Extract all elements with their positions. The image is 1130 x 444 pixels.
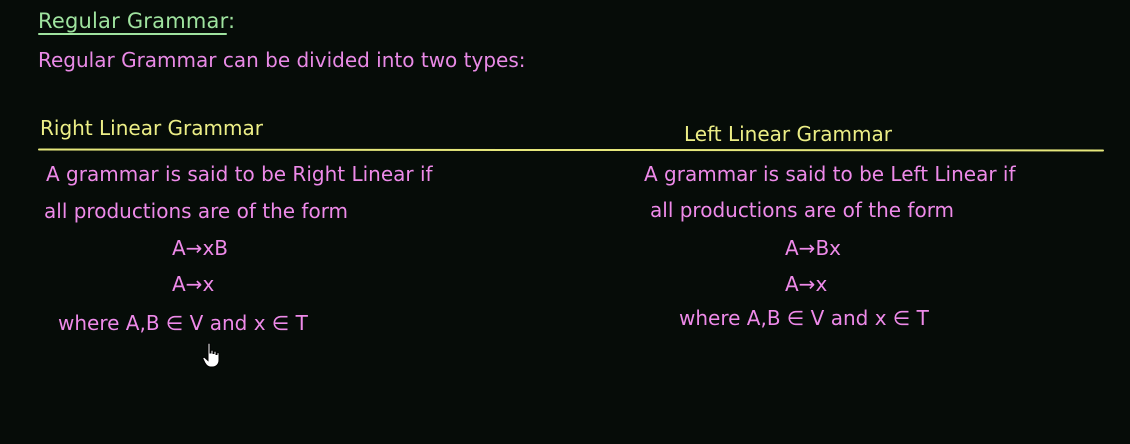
right-linear-production-1: A→xB [172,236,228,260]
left-linear-definition-line2: all productions are of the form [650,198,955,222]
section-divider [37,148,1105,152]
right-linear-definition-line1: A grammar is said to be Right Linear if [46,162,433,186]
left-linear-where-clause: where A,B ∈ V and x ∈ T [679,306,929,330]
left-linear-production-1: A→Bx [785,236,841,260]
right-linear-production-2: A→x [172,272,215,296]
left-linear-definition-line1: A grammar is said to be Left Linear if [644,162,1016,186]
right-linear-where-clause: where A,B ∈ V and x ∈ T [58,311,308,335]
subtitle: Regular Grammar can be divided into two … [38,48,526,72]
page-title-text: Regular Grammar: [38,9,236,33]
right-linear-definition-line2: all productions are of the form [44,199,349,223]
left-linear-production-2: A→x [785,272,828,296]
right-linear-heading: Right Linear Grammar [40,116,263,140]
left-linear-heading: Left Linear Grammar [684,122,892,146]
hand-pointer-icon [202,342,220,368]
title-underline [38,33,228,35]
page-title: Regular Grammar: [38,9,236,35]
